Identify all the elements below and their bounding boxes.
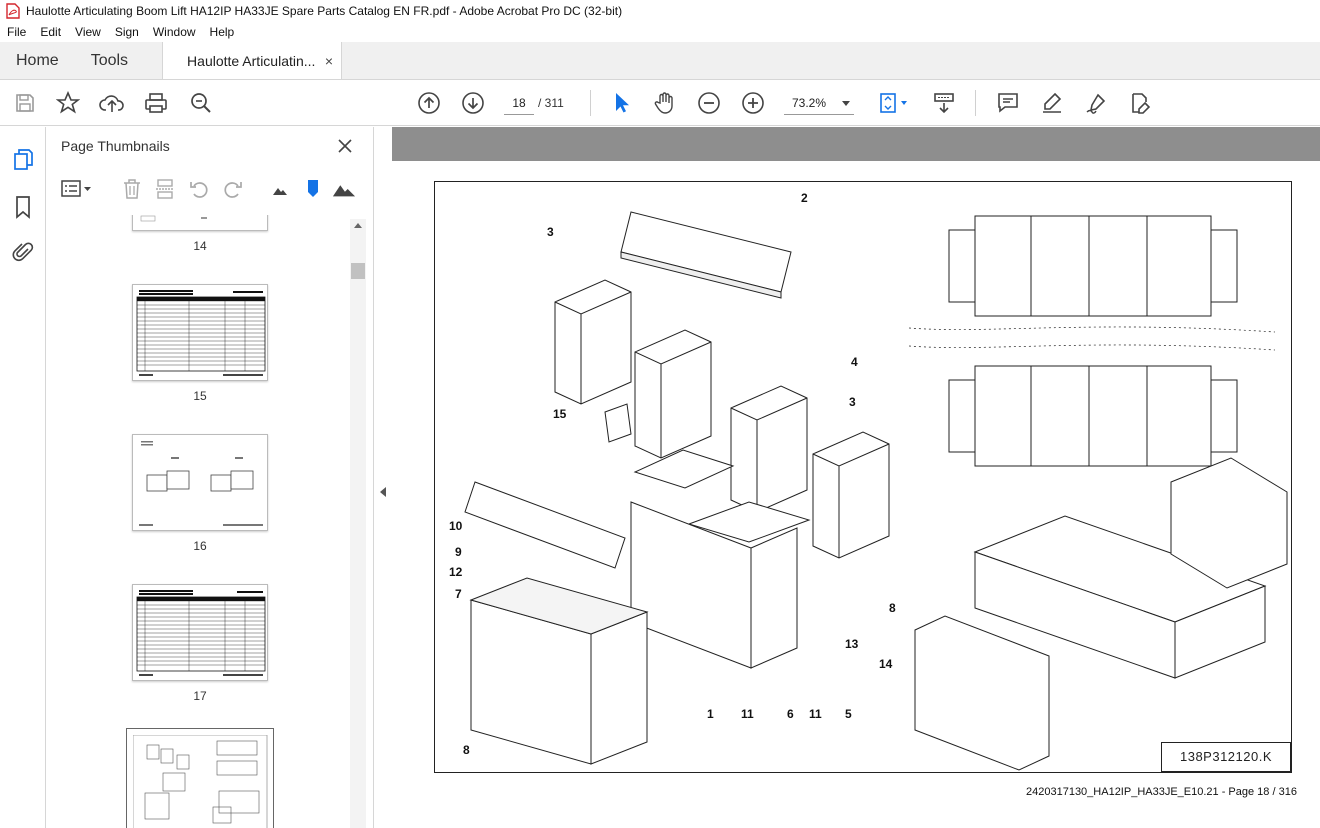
hand-tool-icon[interactable] <box>652 90 678 116</box>
zoom-out-icon[interactable] <box>696 90 722 116</box>
page-thumbnails-icon[interactable] <box>10 147 36 173</box>
menu-sign[interactable]: Sign <box>114 25 139 39</box>
menu-help[interactable]: Help <box>209 25 235 39</box>
callout-12: 12 <box>449 565 463 579</box>
large-thumbnail-icon[interactable] <box>332 177 356 201</box>
scroll-mode-icon[interactable] <box>931 90 957 116</box>
thumbnail-size-slider-icon[interactable] <box>301 177 325 201</box>
previous-page-edge <box>392 127 1320 161</box>
print-icon[interactable] <box>143 90 169 116</box>
thumbnail-label: 15 <box>193 389 207 403</box>
fit-page-icon[interactable] <box>876 90 912 116</box>
thumbnail-page-17[interactable] <box>132 584 268 681</box>
rotate-left-icon[interactable] <box>187 177 211 201</box>
callout-8: 8 <box>463 743 470 757</box>
callout-14: 14 <box>879 657 893 671</box>
callout-8b: 8 <box>889 601 896 615</box>
document-tab-label: Haulotte Articulatin... <box>187 52 316 69</box>
page-total: / 311 <box>538 96 564 110</box>
highlight-pen-icon[interactable] <box>1039 90 1065 116</box>
upload-cloud-icon[interactable] <box>99 90 125 116</box>
next-page-icon[interactable] <box>460 90 486 116</box>
rotate-right-icon[interactable] <box>221 177 245 201</box>
callout-7: 7 <box>455 587 462 601</box>
callout-1: 1 <box>707 707 714 721</box>
select-cursor-icon[interactable] <box>608 90 634 116</box>
exploded-parts-diagram: 2 3 4 3 15 10 9 12 7 8 13 14 1 11 6 11 5… <box>434 181 1292 773</box>
drawing-reference: 138P312120.K <box>1161 742 1291 772</box>
thumbnails-scrollbar[interactable] <box>350 219 366 828</box>
edit-document-icon[interactable] <box>1127 90 1153 116</box>
thumbnails-panel: Page Thumbnails 1 <box>46 127 374 828</box>
thumbnails-list[interactable]: 14 15 <box>46 215 374 828</box>
star-icon[interactable] <box>55 90 81 116</box>
thumbnail-tools <box>46 171 374 207</box>
window-title: Haulotte Articulating Boom Lift HA12IP H… <box>26 4 623 18</box>
thumbnail-label: 16 <box>193 539 207 553</box>
toolbar-divider <box>590 90 591 116</box>
left-navigation-rail <box>0 127 46 828</box>
callout-9: 9 <box>455 545 462 559</box>
thumbnail-page-14[interactable] <box>132 215 268 231</box>
extract-page-icon[interactable] <box>153 177 177 201</box>
delete-page-icon[interactable] <box>120 177 144 201</box>
previous-page-icon[interactable] <box>416 90 442 116</box>
close-panel-icon[interactable] <box>334 135 356 157</box>
page-footer: 2420317130_HA12IP_HA33JE_E10.21 - Page 1… <box>1026 786 1297 798</box>
menu-file[interactable]: File <box>7 25 27 39</box>
collapse-panel-arrow-icon[interactable] <box>380 487 386 497</box>
callout-15: 15 <box>553 407 567 421</box>
thumbnail-page-16[interactable] <box>132 434 268 531</box>
current-page-input[interactable]: 18 <box>504 91 534 115</box>
callout-labels: 2 3 4 3 15 10 9 12 7 8 13 14 1 11 6 11 5… <box>449 191 896 757</box>
tab-tools[interactable]: Tools <box>90 51 129 69</box>
toolbar-divider <box>975 90 976 116</box>
panel-title: Page Thumbnails <box>61 138 170 154</box>
tab-home[interactable]: Home <box>16 51 59 69</box>
callout-10: 10 <box>449 519 463 533</box>
thumbnail-label: 14 <box>193 239 207 253</box>
scrollbar-thumb[interactable] <box>351 263 365 279</box>
menu-view[interactable]: View <box>75 25 101 39</box>
chevron-down-icon <box>842 101 850 106</box>
zoom-in-icon[interactable] <box>740 90 766 116</box>
thumbnail-label: 17 <box>193 689 207 703</box>
title-bar: Haulotte Articulating Boom Lift HA12IP H… <box>0 0 1320 22</box>
zoom-level-select[interactable]: 73.2% <box>784 91 854 115</box>
zoom-search-icon[interactable] <box>188 90 214 116</box>
callout-5: 5 <box>845 707 852 721</box>
document-viewer[interactable]: 2 3 4 3 15 10 9 12 7 8 13 14 1 11 6 11 5… <box>392 127 1320 828</box>
callout-2: 2 <box>801 191 808 205</box>
acrobat-app-icon <box>6 3 20 19</box>
menu-window[interactable]: Window <box>152 25 196 39</box>
panel-collapse-strip[interactable] <box>374 127 392 828</box>
menu-edit[interactable]: Edit <box>40 25 62 39</box>
callout-11b: 11 <box>809 707 822 721</box>
thumbnail-page-15[interactable] <box>132 284 268 381</box>
callout-13: 13 <box>845 637 859 651</box>
comment-icon[interactable] <box>995 90 1021 116</box>
attachment-icon[interactable] <box>10 239 36 265</box>
zoom-level-value: 73.2% <box>792 96 827 110</box>
callout-6: 6 <box>787 707 794 721</box>
main-toolbar: 18 / 311 73.2% <box>0 80 1320 126</box>
scroll-up-arrow-icon[interactable] <box>354 223 362 228</box>
close-tab-icon[interactable]: × <box>324 52 334 69</box>
callout-3b: 3 <box>849 395 856 409</box>
callout-3: 3 <box>547 225 554 239</box>
callout-11: 11 <box>741 707 754 721</box>
sign-pen-icon[interactable] <box>1083 90 1109 116</box>
tab-bar: Home Tools Haulotte Articulatin... × <box>0 42 1320 80</box>
menu-bar: File Edit View Sign Window Help <box>0 22 1320 42</box>
callout-4: 4 <box>851 355 858 369</box>
save-icon[interactable] <box>12 90 38 116</box>
small-thumbnail-icon[interactable] <box>268 177 292 201</box>
thumbnail-page-18-selected[interactable] <box>126 728 274 828</box>
options-menu-icon[interactable] <box>60 177 94 201</box>
bookmark-icon[interactable] <box>10 194 36 220</box>
tab-document[interactable]: Haulotte Articulatin... × <box>162 42 343 79</box>
